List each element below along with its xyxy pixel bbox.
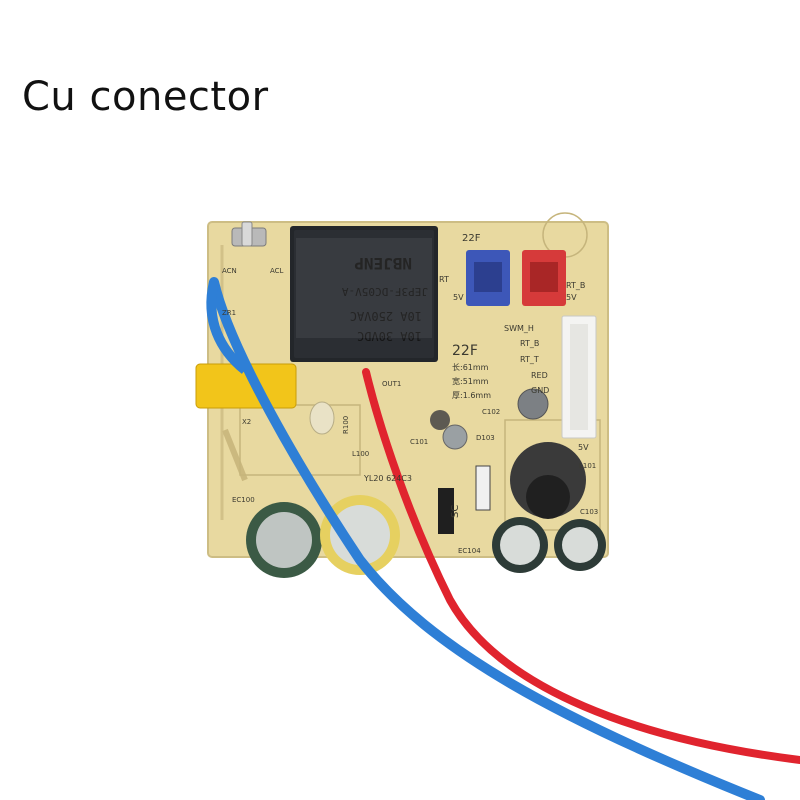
label-rt-t: RT_T — [520, 355, 539, 364]
label-acn: ACN — [222, 267, 237, 275]
relay: 10A 30VDC 10A 250VAC JEP3F-DC05V-A NBJEN… — [290, 226, 438, 362]
label-ec104: EC104 — [458, 547, 481, 555]
relay-rating-ac: 10A 250VAC — [350, 309, 422, 323]
blue-connector — [466, 250, 510, 306]
red-wire — [362, 368, 800, 764]
label-x2: X2 — [242, 418, 251, 426]
label-5v-left: 5V — [453, 293, 464, 302]
label-rt-b: RT_B — [566, 281, 585, 290]
electrolytic-capacitors — [246, 495, 606, 578]
blue-wire — [206, 277, 765, 800]
terminal-clip — [231, 221, 267, 247]
inductor — [510, 442, 586, 519]
label-c101: C101 — [410, 438, 428, 446]
diode — [475, 465, 491, 511]
label-red: RED — [531, 371, 548, 380]
label-5v-connector: 5V — [578, 443, 589, 452]
label-22f-top: 22F — [462, 233, 481, 244]
relay-model: JEP3F-DC05V-A — [342, 285, 428, 298]
label-5v-right: 5V — [566, 293, 577, 302]
relay-brand: NBJENP — [354, 254, 412, 273]
small-capacitors — [430, 388, 549, 450]
label-acl: ACL — [270, 267, 284, 275]
label-dim-thick: 厚:1.6mm — [452, 391, 491, 400]
caption-title: Cu conector — [22, 74, 269, 120]
label-rt: RT — [439, 275, 449, 284]
label-c103: C103 — [580, 508, 598, 516]
label-l101: L101 — [579, 462, 596, 470]
led — [309, 401, 335, 435]
white-connector — [561, 315, 597, 439]
label-l100: L100 — [352, 450, 369, 458]
silkscreen-labels: ACN ACL ZR1 OUT1 22F RT 5V RT_B 5V SWM_H… — [222, 233, 598, 555]
label-d103: D103 — [476, 434, 495, 442]
label-22f: 22F — [452, 343, 478, 359]
relay-rating-dc: 10A 30VDC — [357, 329, 422, 343]
label-dim-wide: 宽:51mm — [452, 376, 489, 386]
label-r100: R100 — [342, 416, 350, 434]
label-gnd: GND — [531, 386, 549, 395]
label-model: YL20 624C3 — [363, 474, 412, 483]
label-rt-b2: RT_B — [520, 339, 539, 348]
label-dim-long: 长:61mm — [452, 362, 489, 372]
label-ec100: EC100 — [232, 496, 255, 504]
red-connector — [522, 250, 566, 306]
sc-component — [438, 488, 454, 534]
label-c102: C102 — [482, 408, 500, 416]
label-sc: SC — [450, 505, 461, 518]
label-swm-h: SWM_H — [504, 324, 534, 333]
label-zr1: ZR1 — [222, 309, 236, 317]
label-out1: OUT1 — [382, 380, 401, 388]
